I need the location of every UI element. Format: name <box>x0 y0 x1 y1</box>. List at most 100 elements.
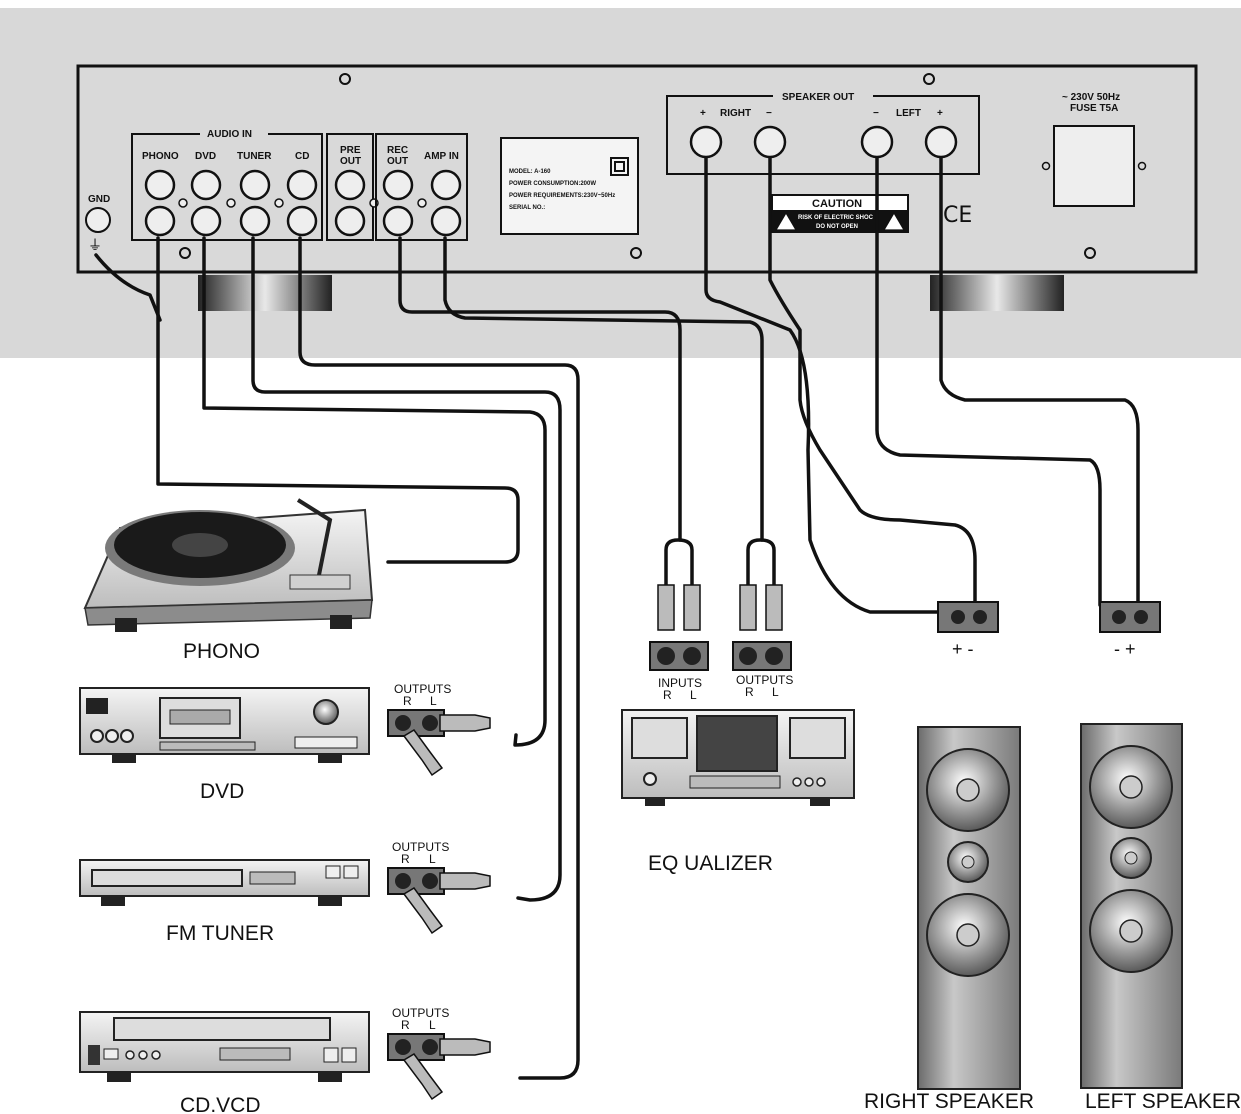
left-label: LEFT <box>896 108 921 119</box>
right-label: RIGHT <box>720 108 751 119</box>
amp-in-jack[interactable] <box>430 169 462 201</box>
cd-jack[interactable] <box>286 169 318 201</box>
power-socket[interactable] <box>1053 125 1135 207</box>
dvd-jack-label: DVD <box>195 151 216 162</box>
rca-plug-icon <box>402 729 444 777</box>
amplifier-foot <box>198 275 332 311</box>
right-terminal-polarity: + - <box>952 639 974 659</box>
tuner-l-label: L <box>429 852 436 866</box>
phono-label: PHONO <box>183 640 260 663</box>
dvd-l-label: L <box>430 694 437 708</box>
pre-out-group <box>326 133 374 241</box>
tuner-outputs-label: OUTPUTS <box>392 840 449 854</box>
tuner-jack[interactable] <box>239 205 271 237</box>
pre-out-jack[interactable] <box>334 205 366 237</box>
equalizer-inputs-label: INPUTS <box>658 676 702 690</box>
turntable <box>83 498 374 632</box>
equalizer-outputs-l-label: L <box>772 685 779 699</box>
rec-label: REC <box>387 145 408 156</box>
cd-jack-label: CD <box>295 151 309 162</box>
tuner-r-label: R <box>401 852 410 866</box>
fm-tuner <box>79 859 370 906</box>
equalizer-outputs-r-label: R <box>745 685 754 699</box>
rca-plug-icon <box>439 714 491 732</box>
power-label: ~ 230V 50Hz <box>1062 92 1120 103</box>
right-plus-terminal[interactable] <box>689 125 723 159</box>
right-speaker-terminal[interactable] <box>937 601 999 633</box>
gnd-label: GND <box>88 194 110 205</box>
rec-out-label: OUT <box>387 156 408 167</box>
serial-text: SERIAL NO.: <box>509 205 545 211</box>
audio-in-jacks <box>144 169 318 237</box>
rca-plug-icon <box>402 1053 444 1101</box>
dvd-label: DVD <box>200 780 244 803</box>
right-speaker-label: RIGHT SPEAKER <box>864 1090 1034 1113</box>
double-insulation-icon <box>610 157 629 176</box>
screw-icon <box>1084 247 1096 259</box>
warning-triangle-icon <box>882 211 906 231</box>
equalizer-label: EQ UALIZER <box>648 852 773 875</box>
phono-jack[interactable] <box>144 169 176 201</box>
rec-out-jack[interactable] <box>382 169 414 201</box>
phono-jack[interactable] <box>144 205 176 237</box>
right-speaker <box>917 726 1021 1090</box>
tonearm-icon <box>296 498 333 581</box>
dvd-jack[interactable] <box>190 205 222 237</box>
caution-line2: DO NOT OPEN <box>816 224 858 230</box>
left-plus-terminal[interactable] <box>924 125 958 159</box>
cd-outputs-label: OUTPUTS <box>392 1006 449 1020</box>
rec-out-jack[interactable] <box>382 205 414 237</box>
tuner-jack[interactable] <box>239 169 271 201</box>
fm-tuner-label: FM TUNER <box>166 922 274 945</box>
info-plate <box>500 137 639 235</box>
equalizer <box>621 709 855 806</box>
screw-icon <box>630 247 642 259</box>
ground-icon: ⏚ <box>88 238 102 254</box>
cd-l-label: L <box>429 1018 436 1032</box>
screw-icon <box>179 247 191 259</box>
equalizer-inputs-l-label: L <box>690 688 697 702</box>
model-text: MODEL: A-160 <box>509 169 551 175</box>
left-speaker <box>1080 723 1183 1089</box>
audio-in-label: AUDIO IN <box>207 129 252 140</box>
cd-jack[interactable] <box>286 205 318 237</box>
screw-icon <box>923 73 935 85</box>
fuse-label: FUSE T5A <box>1070 103 1118 114</box>
dvd-jack[interactable] <box>190 169 222 201</box>
amplifier-foot <box>930 275 1064 311</box>
left-speaker-label: LEFT SPEAKER <box>1085 1090 1241 1113</box>
equalizer-inputs-r-label: R <box>663 688 672 702</box>
left-minus-label: − <box>873 108 879 119</box>
equalizer-input-plugs <box>657 538 783 631</box>
tuner-jack-label: TUNER <box>237 151 272 162</box>
screw-icon <box>339 73 351 85</box>
gnd-terminal[interactable] <box>85 207 111 233</box>
right-minus-label: − <box>766 108 772 119</box>
dvd-outputs-label: OUTPUTS <box>394 682 451 696</box>
equalizer-outputs-label: OUTPUTS <box>736 673 793 687</box>
pre-out-label: OUT <box>340 156 361 167</box>
rca-plug-icon <box>439 1038 491 1056</box>
dvd-player <box>79 687 370 763</box>
phono-jack-label: PHONO <box>142 151 179 162</box>
left-terminal-polarity: - + <box>1114 639 1136 659</box>
requirements-text: POWER REQUIREMENTS:230V~50Hz <box>509 193 615 199</box>
left-minus-terminal[interactable] <box>860 125 894 159</box>
consumption-text: POWER CONSUMPTION:200W <box>509 181 596 187</box>
cd-vcd-label: CD.VCD <box>180 1094 261 1114</box>
amp-in-label: AMP IN <box>424 151 459 162</box>
cd-vcd-player <box>79 1011 370 1082</box>
dvd-r-label: R <box>403 694 412 708</box>
rec-amp-group <box>375 133 468 241</box>
amp-in-jack[interactable] <box>430 205 462 237</box>
rca-plug-icon <box>402 887 444 935</box>
warning-triangle-icon <box>774 211 798 231</box>
pre-out-jack[interactable] <box>334 169 366 201</box>
caution-title: CAUTION <box>812 198 862 210</box>
speaker-out-label: SPEAKER OUT <box>782 92 854 103</box>
rca-plug-icon <box>439 872 491 890</box>
right-minus-terminal[interactable] <box>753 125 787 159</box>
left-plus-label: + <box>937 108 943 119</box>
left-speaker-terminal[interactable] <box>1099 601 1161 633</box>
